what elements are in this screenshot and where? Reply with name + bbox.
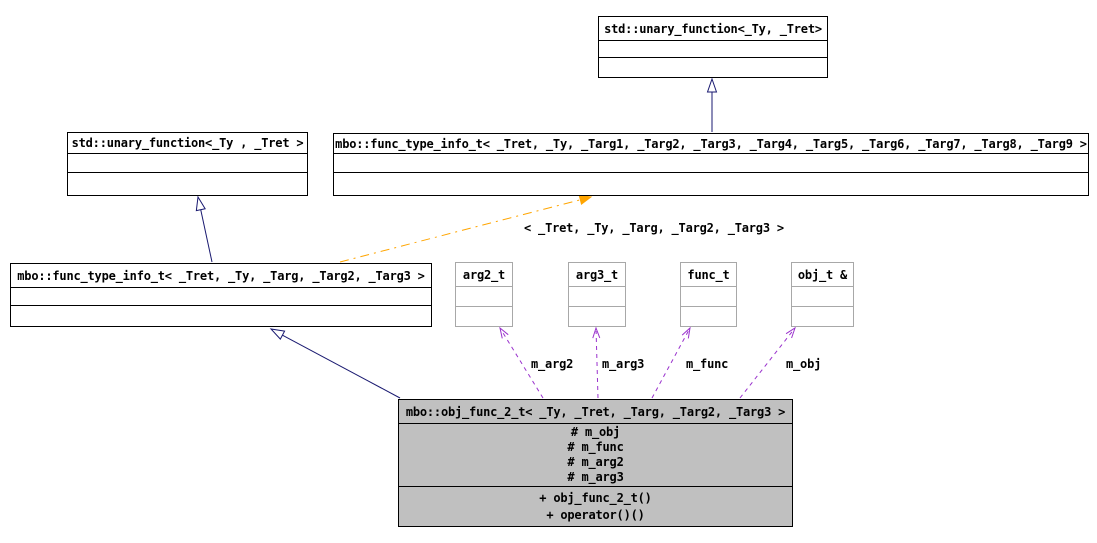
node-methods-compartment <box>456 307 512 326</box>
node-title: mbo::func_type_info_t< _Tret, _Ty, _Targ… <box>334 134 1088 154</box>
attribute-m-func: # m_func <box>567 440 624 454</box>
method-operator-call: + operator()() <box>546 507 645 522</box>
usage-edge-label-m-arg2: m_arg2 <box>531 357 574 371</box>
node-title: std::unary_function<_Ty , _Tret > <box>68 133 307 154</box>
node-obj-func-2-t[interactable]: mbo::obj_func_2_t< _Ty, _Tret, _Targ, _T… <box>398 399 793 527</box>
node-methods-compartment <box>68 173 307 195</box>
node-methods-compartment <box>599 58 827 77</box>
node-methods-compartment: + obj_func_2_t() + operator()() <box>399 487 792 526</box>
node-title: arg2_t <box>456 263 512 287</box>
method-constructor: + obj_func_2_t() <box>539 490 652 505</box>
node-attributes-compartment <box>68 154 307 173</box>
node-func-type-info-t-9args[interactable]: mbo::func_type_info_t< _Tret, _Ty, _Targ… <box>333 133 1089 196</box>
usage-edge-m-arg3 <box>592 326 601 399</box>
node-func-type-info-t-5args[interactable]: mbo::func_type_info_t< _Tret, _Ty, _Targ… <box>10 263 432 327</box>
node-title: func_t <box>681 263 736 287</box>
node-methods-compartment <box>792 307 853 326</box>
usage-edge-label-m-obj: m_obj <box>786 357 822 371</box>
node-title: obj_t & <box>792 263 853 287</box>
usage-edge-label-m-func: m_func <box>686 357 729 371</box>
node-attributes-compartment <box>11 288 431 306</box>
inheritance-edge-functypeinfo9-to-unaryfunction <box>706 77 718 132</box>
node-title: mbo::obj_func_2_t< _Ty, _Tret, _Targ, _T… <box>399 400 792 424</box>
node-attributes-compartment <box>681 287 736 307</box>
inheritance-edge-functypeinfo5-to-unaryfunction <box>195 195 213 263</box>
node-attributes-compartment <box>456 287 512 307</box>
usage-edge-m-func <box>651 326 691 399</box>
template-args-edge-label: < _Tret, _Ty, _Targ, _Targ2, _Targ3 > <box>524 221 784 235</box>
usage-edge-label-m-arg3: m_arg3 <box>602 357 645 371</box>
attribute-m-arg2: # m_arg2 <box>567 455 624 469</box>
attribute-m-obj: # m_obj <box>570 425 621 439</box>
node-attributes-compartment <box>599 41 827 58</box>
node-title: mbo::func_type_info_t< _Tret, _Ty, _Targ… <box>11 264 431 288</box>
node-attributes-compartment <box>792 287 853 307</box>
node-methods-compartment <box>334 173 1088 195</box>
node-methods-compartment <box>11 306 431 326</box>
inheritance-edge-objfunc2t-to-functypeinfo5 <box>269 328 401 399</box>
node-std-unary-function-top[interactable]: std::unary_function<_Ty, _Tret> <box>598 16 828 78</box>
node-title: arg3_t <box>569 263 625 287</box>
node-arg2-t[interactable]: arg2_t <box>455 262 513 327</box>
node-methods-compartment <box>681 307 736 326</box>
node-attributes-compartment: # m_obj # m_func # m_arg2 # m_arg3 <box>399 424 792 487</box>
attribute-m-arg3: # m_arg3 <box>567 470 624 484</box>
node-attributes-compartment <box>569 287 625 307</box>
node-func-t[interactable]: func_t <box>680 262 737 327</box>
node-std-unary-function-left[interactable]: std::unary_function<_Ty , _Tret > <box>67 132 308 196</box>
node-arg3-t[interactable]: arg3_t <box>568 262 626 327</box>
node-obj-t-ref[interactable]: obj_t & <box>791 262 854 327</box>
node-attributes-compartment <box>334 154 1088 173</box>
node-methods-compartment <box>569 307 625 326</box>
node-title: std::unary_function<_Ty, _Tret> <box>599 17 827 41</box>
